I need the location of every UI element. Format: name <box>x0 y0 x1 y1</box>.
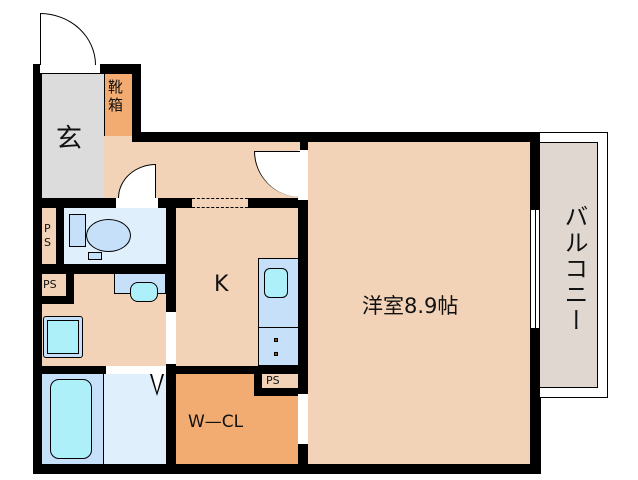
stove-burner-2 <box>274 352 278 356</box>
washing-machine-drum <box>47 320 79 354</box>
washbasin-bowl <box>130 282 158 302</box>
western-room-label: 洋室8.9帖 <box>362 294 459 318</box>
entrance-area <box>42 74 104 198</box>
washroom-door-frame <box>166 312 176 364</box>
stove-burner-1 <box>274 338 278 342</box>
balcony-label: バルコニー <box>560 204 588 334</box>
walk-in-closet-label: W—CL <box>188 412 244 432</box>
stove-divider <box>258 327 298 328</box>
pipe-space-3-wall-left <box>254 374 262 396</box>
shoe-box-label: 靴 箱 <box>108 78 123 114</box>
ps-p: P <box>44 222 51 235</box>
toilet-base <box>88 252 102 260</box>
toilet-tank <box>69 214 86 247</box>
kitchen-opening <box>192 198 248 208</box>
shoe-box <box>104 74 132 136</box>
window-divider <box>535 210 536 328</box>
kitchen-label: K <box>214 272 229 297</box>
pipe-space-3-wall-bottom <box>254 388 298 396</box>
ps-s: S <box>44 236 51 249</box>
western-room <box>308 142 530 464</box>
pipe-space-1-label: P S <box>44 222 51 250</box>
toilet-bowl <box>86 219 131 252</box>
toilet-door-frame <box>116 198 158 208</box>
pipe-space-3 <box>262 374 298 388</box>
entrance-door[interactable] <box>40 13 96 65</box>
kitchen-sink <box>264 268 288 298</box>
pipe-space-3-label: PS <box>266 374 280 387</box>
bathtub <box>50 379 92 459</box>
entrance-label: 玄 <box>56 124 83 154</box>
entrance-door-frame <box>40 64 100 73</box>
pipe-space-2-bg <box>42 274 74 304</box>
shoe-box-label-2: 箱 <box>108 96 124 114</box>
shoe-box-label-1: 靴 <box>108 78 124 96</box>
hallway-upper <box>104 136 132 146</box>
bath-door-inner <box>152 374 162 392</box>
pipe-space-2-label-b: PS <box>43 278 57 291</box>
room-door-frame <box>298 150 308 200</box>
bath-door-frame <box>106 366 166 374</box>
balcony <box>540 142 598 388</box>
closet-door-frame <box>298 394 308 444</box>
pipe-space-1 <box>42 208 56 264</box>
